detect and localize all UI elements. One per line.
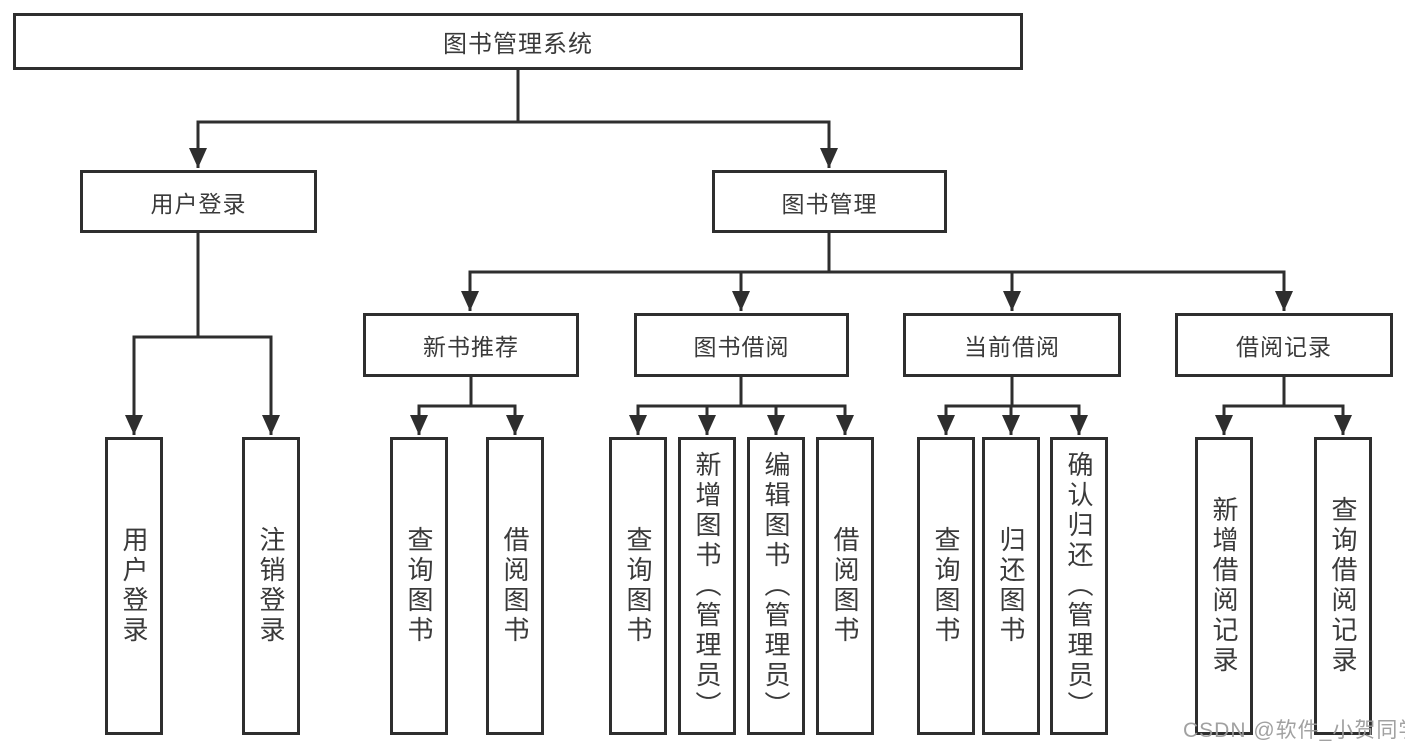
node-book-management: 图书管理	[712, 170, 947, 233]
node-current-borrow-label: 当前借阅	[964, 334, 1060, 360]
leaf-logout: 注销登录	[242, 437, 300, 735]
node-new-book-recommend: 新书推荐	[363, 313, 579, 377]
leaf-borrow-books-label: 借阅图书	[830, 526, 860, 646]
node-book-borrow: 图书借阅	[634, 313, 849, 377]
leaf-newbook-borrow-books: 借阅图书	[486, 437, 544, 735]
leaf-add-borrow-record: 新增借阅记录	[1195, 437, 1253, 735]
leaf-borrow-query-books: 查询图书	[609, 437, 667, 735]
leaf-borrow-books: 借阅图书	[816, 437, 874, 735]
csdn-watermark: CSDN @软件_小贺同学	[1183, 719, 1405, 742]
leaf-current-query-books: 查询图书	[917, 437, 975, 735]
node-borrow-records: 借阅记录	[1175, 313, 1393, 377]
leaf-return-books-label: 归还图书	[996, 526, 1026, 646]
node-book-management-label: 图书管理	[781, 190, 878, 217]
leaf-add-borrow-record-label: 新增借阅记录	[1209, 496, 1239, 676]
leaf-user-login-label: 用户登录	[119, 526, 149, 646]
leaf-current-query-books-label: 查询图书	[931, 526, 961, 646]
leaf-newbook-query-books: 查询图书	[390, 437, 448, 735]
node-library-system-label: 图书管理系统	[443, 31, 593, 58]
leaf-newbook-borrow-books-label: 借阅图书	[500, 526, 530, 646]
node-borrow-records-label: 借阅记录	[1236, 334, 1332, 360]
node-book-borrow-label: 图书借阅	[693, 334, 790, 360]
leaf-confirm-return-admin-label: 确认归还（管理员）	[1064, 451, 1094, 721]
leaf-edit-books-admin-label: 编辑图书（管理员）	[761, 451, 791, 721]
leaf-add-books-admin: 新增图书（管理员）	[678, 437, 736, 735]
leaf-borrow-query-books-label: 查询图书	[623, 526, 653, 646]
leaf-query-borrow-record-label: 查询借阅记录	[1328, 496, 1358, 676]
leaf-edit-books-admin: 编辑图书（管理员）	[747, 437, 805, 735]
node-library-system: 图书管理系统	[13, 13, 1023, 70]
leaf-logout-label: 注销登录	[256, 526, 286, 646]
leaf-return-books: 归还图书	[982, 437, 1040, 735]
leaf-query-borrow-record: 查询借阅记录	[1314, 437, 1372, 735]
node-user-login-label: 用户登录	[150, 190, 247, 217]
leaf-confirm-return-admin: 确认归还（管理员）	[1050, 437, 1108, 735]
node-user-login: 用户登录	[80, 170, 317, 233]
node-current-borrow: 当前借阅	[903, 313, 1121, 377]
leaf-add-books-admin-label: 新增图书（管理员）	[692, 451, 722, 721]
node-new-book-recommend-label: 新书推荐	[423, 334, 519, 360]
leaf-newbook-query-books-label: 查询图书	[404, 526, 434, 646]
leaf-user-login: 用户登录	[105, 437, 163, 735]
